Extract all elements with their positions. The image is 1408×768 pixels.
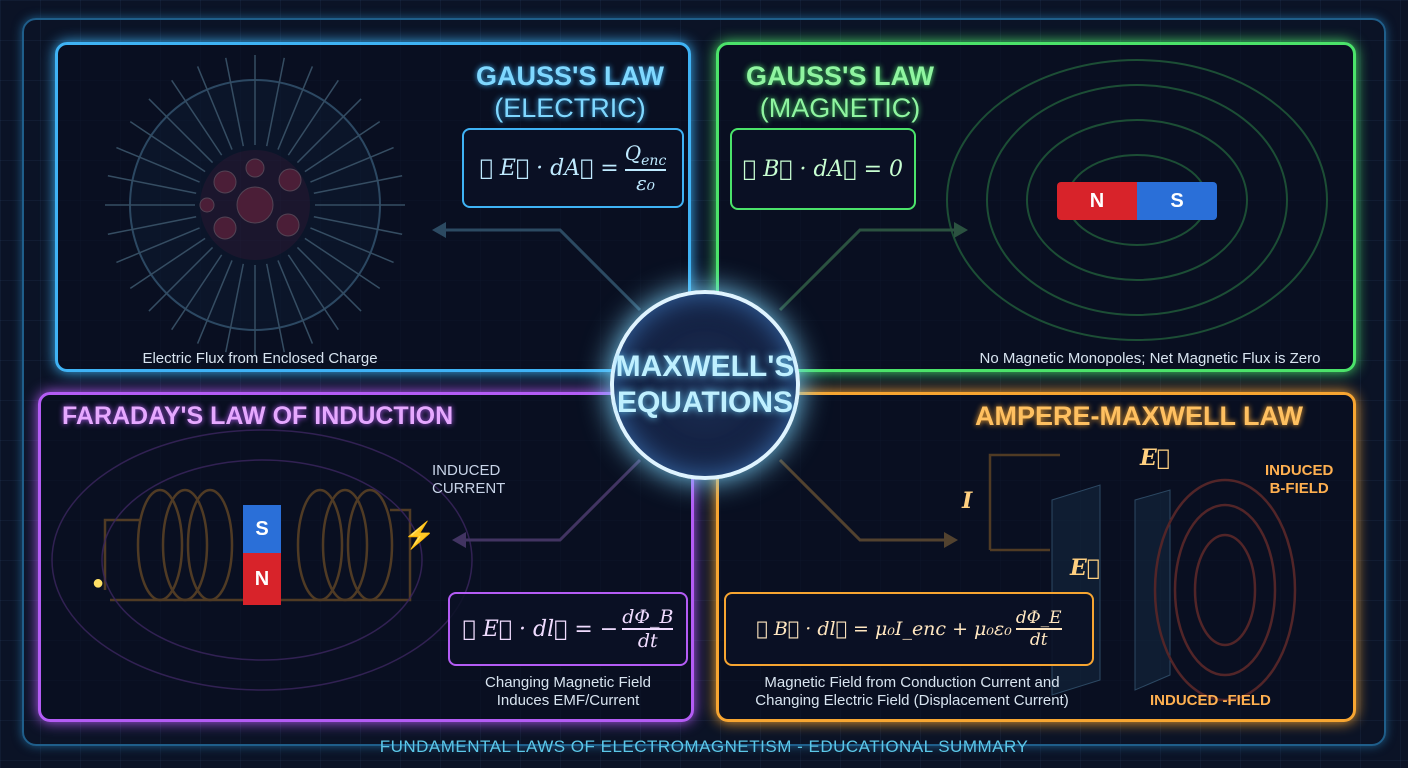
lightning-icon: ⚡ [403, 520, 436, 550]
faraday-caption: Changing Magnetic Field Induces EMF/Curr… [458, 674, 678, 710]
eq-denominator: dt [637, 630, 658, 652]
maxwells-equations-hub: MAXWELL'S EQUATIONS [610, 290, 800, 480]
gauss-magnetic-equation: ∮ B⃗ · dA⃗ = 0 [730, 128, 916, 210]
title-line-2: (ELECTRIC) [494, 93, 646, 123]
gauss-electric-equation: ∮ E⃗ · dA⃗ = Qenc ε₀ [462, 128, 684, 208]
eq-fraction: dΦ_E dt [1015, 608, 1062, 650]
magnet-south-pole: S [1137, 182, 1217, 220]
light-bulb-icon: ● [92, 572, 105, 594]
induced-current-label: INDUCED CURRENT [432, 462, 505, 498]
eq-lhs: ∮ E⃗ · dl⃗ = − [462, 616, 619, 642]
magnet-north-pole: N [243, 553, 281, 605]
caption-line-1: Changing Magnetic Field [485, 674, 651, 691]
eq-fraction: Qenc ε₀ [624, 141, 667, 195]
current-label: I [962, 488, 973, 514]
e-field-label-plate: E⃗ [1070, 555, 1100, 581]
eq-fraction: dΦ_B dt [622, 606, 674, 652]
magnet-north-pole: N [1057, 182, 1137, 220]
eq-numerator: dΦ_B [622, 606, 674, 630]
eq-lhs: ∮ E⃗ · dA⃗ = [479, 155, 619, 181]
label-line-1: INDUCED [432, 462, 501, 479]
title-line-2: (MAGNETIC) [759, 93, 921, 123]
faraday-equation: ∮ E⃗ · dl⃗ = − dΦ_B dt [448, 592, 688, 666]
label-line-2: CURRENT [432, 480, 506, 497]
eq-numerator: Q [624, 141, 642, 165]
eq-denominator: dt [1029, 630, 1048, 650]
title-line-1: GAUSS'S LAW [746, 61, 934, 91]
faraday-title: FARADAY'S LAW OF INDUCTION [62, 402, 454, 430]
caption-line-1: Magnetic Field from Conduction Current a… [764, 674, 1060, 691]
center-title: MAXWELL'S EQUATIONS [615, 350, 795, 419]
eq-denominator: ε₀ [636, 171, 655, 195]
induced-field-label: INDUCED -FIELD [1150, 692, 1271, 709]
title-line-1: GAUSS'S LAW [476, 61, 664, 91]
e-field-label-top: E⃗ [1140, 445, 1170, 471]
label-line-2: B-FIELD [1269, 480, 1329, 497]
footer-caption: FUNDAMENTAL LAWS OF ELECTROMAGNETISM - E… [379, 737, 1029, 756]
gauss-magnetic-title: GAUSS'S LAW (MAGNETIC) [720, 60, 960, 124]
induced-b-field-label: INDUCED B-FIELD [1265, 462, 1333, 498]
eq-numerator: dΦ_E [1015, 608, 1062, 630]
magnet-south-pole: S [243, 505, 281, 553]
caption-line-2: Changing Electric Field (Displacement Cu… [755, 692, 1069, 709]
caption-line-2: Induces EMF/Current [496, 692, 640, 709]
eq-lhs: ∮ B⃗ · dl⃗ = μ₀I_enc + μ₀ε₀ [756, 618, 1012, 640]
gauss-electric-caption: Electric Flux from Enclosed Charge [142, 350, 378, 367]
outer-frame [22, 18, 1386, 746]
label-line-1: INDUCED [1265, 462, 1334, 479]
eq-numerator-sub: enc [641, 153, 667, 169]
gauss-electric-title: GAUSS'S LAW (ELECTRIC) [450, 60, 690, 124]
panel-faraday [38, 392, 694, 722]
ampere-title: AMPERE-MAXWELL LAW [975, 401, 1303, 431]
ampere-caption: Magnetic Field from Conduction Current a… [722, 674, 1102, 710]
gauss-magnetic-caption: No Magnetic Monopoles; Net Magnetic Flux… [979, 350, 1321, 367]
ampere-equation: ∮ B⃗ · dl⃗ = μ₀I_enc + μ₀ε₀ dΦ_E dt [724, 592, 1094, 666]
panel-ampere-maxwell [716, 392, 1356, 722]
